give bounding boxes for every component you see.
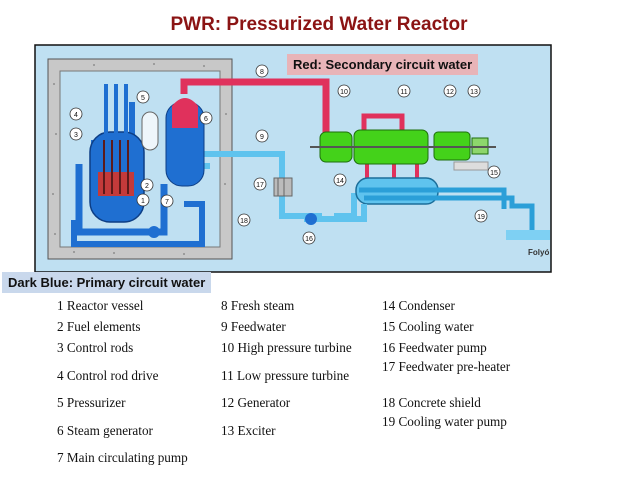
component-marker-labels: 1 2 3 4 5 6 7 8 9 10 11 12 13 14 15 16 1… <box>74 69 498 243</box>
marker-13: 13 <box>470 89 478 96</box>
marker-12: 12 <box>446 89 454 96</box>
legend-item: 11 Low pressure turbine <box>221 368 350 383</box>
steam-generator-secondary <box>172 106 198 128</box>
switchgear <box>453 161 489 171</box>
primary-circuit-callout: Dark Blue: Primary circuit water <box>2 272 212 293</box>
marker-4: 4 <box>74 112 78 119</box>
marker-17: 17 <box>256 182 264 189</box>
marker-15: 15 <box>490 170 498 177</box>
river-label: Folyó <box>528 248 549 257</box>
legend-item: 18 Concrete shield <box>382 395 481 410</box>
marker-14: 14 <box>336 178 344 185</box>
marker-8: 8 <box>260 69 264 76</box>
legend-item: 5 Pressurizer <box>57 395 126 410</box>
legend-item: 7 Main circulating pump <box>57 450 188 465</box>
component-markers <box>69 64 501 245</box>
secondary-circuit-callout: Red: Secondary circuit water <box>287 54 479 75</box>
marker-1: 1 <box>141 198 145 205</box>
marker-16: 16 <box>305 236 313 243</box>
marker-9: 9 <box>260 134 264 141</box>
legend-item: 2 Fuel elements <box>57 319 141 334</box>
marker-7: 7 <box>165 199 169 206</box>
legend-item: 3 Control rods <box>57 340 134 355</box>
cooling-water-in <box>364 195 535 230</box>
river <box>506 230 550 240</box>
legend-item: 15 Cooling water <box>382 319 474 334</box>
legend-item: 13 Exciter <box>221 423 276 438</box>
marker-10: 10 <box>340 89 348 96</box>
fresh-steam-pipe <box>180 78 330 138</box>
legend-item: 8 Fresh steam <box>221 298 295 313</box>
legend-item: 6 Steam generator <box>57 423 153 438</box>
marker-6: 6 <box>204 116 208 123</box>
marker-11: 11 <box>400 89 407 96</box>
control-rod-drive <box>104 84 128 134</box>
legend-item: 19 Cooling water pump <box>382 414 507 429</box>
legend-item: 4 Control rod drive <box>57 368 159 383</box>
legend-item: 9 Feedwater <box>221 319 286 334</box>
concrete-texture <box>52 63 227 255</box>
feedwater-pump <box>305 213 317 225</box>
legend-item: 10 High pressure turbine <box>221 340 352 355</box>
marker-19: 19 <box>477 214 485 221</box>
control-rods <box>103 140 129 194</box>
primary-loop-lower <box>75 164 168 236</box>
pressurizer <box>141 111 159 151</box>
marker-5: 5 <box>141 95 145 102</box>
legend-item: 16 Feedwater pump <box>382 340 487 355</box>
marker-3: 3 <box>74 132 78 139</box>
primary-loop-return <box>71 201 205 247</box>
legend-item: 17 Feedwater pre-heater <box>382 359 511 374</box>
legend-item: 1 Reactor vessel <box>57 298 144 313</box>
crossover-pipe <box>361 113 405 134</box>
feedwater-preheater <box>273 177 293 197</box>
main-circulating-pump <box>148 226 160 238</box>
cooling-water-out <box>359 187 507 209</box>
marker-2: 2 <box>145 183 149 190</box>
reactor-diagram: 1 2 3 4 5 6 7 8 9 10 11 12 13 14 15 16 1… <box>34 44 552 273</box>
legend-item: 12 Generator <box>221 395 291 410</box>
marker-18: 18 <box>240 218 248 225</box>
legend-item: 14 Condenser <box>382 298 455 313</box>
diagram-title: PWR: Pressurized Water Reactor <box>170 14 468 35</box>
feedwater-return <box>304 204 367 222</box>
